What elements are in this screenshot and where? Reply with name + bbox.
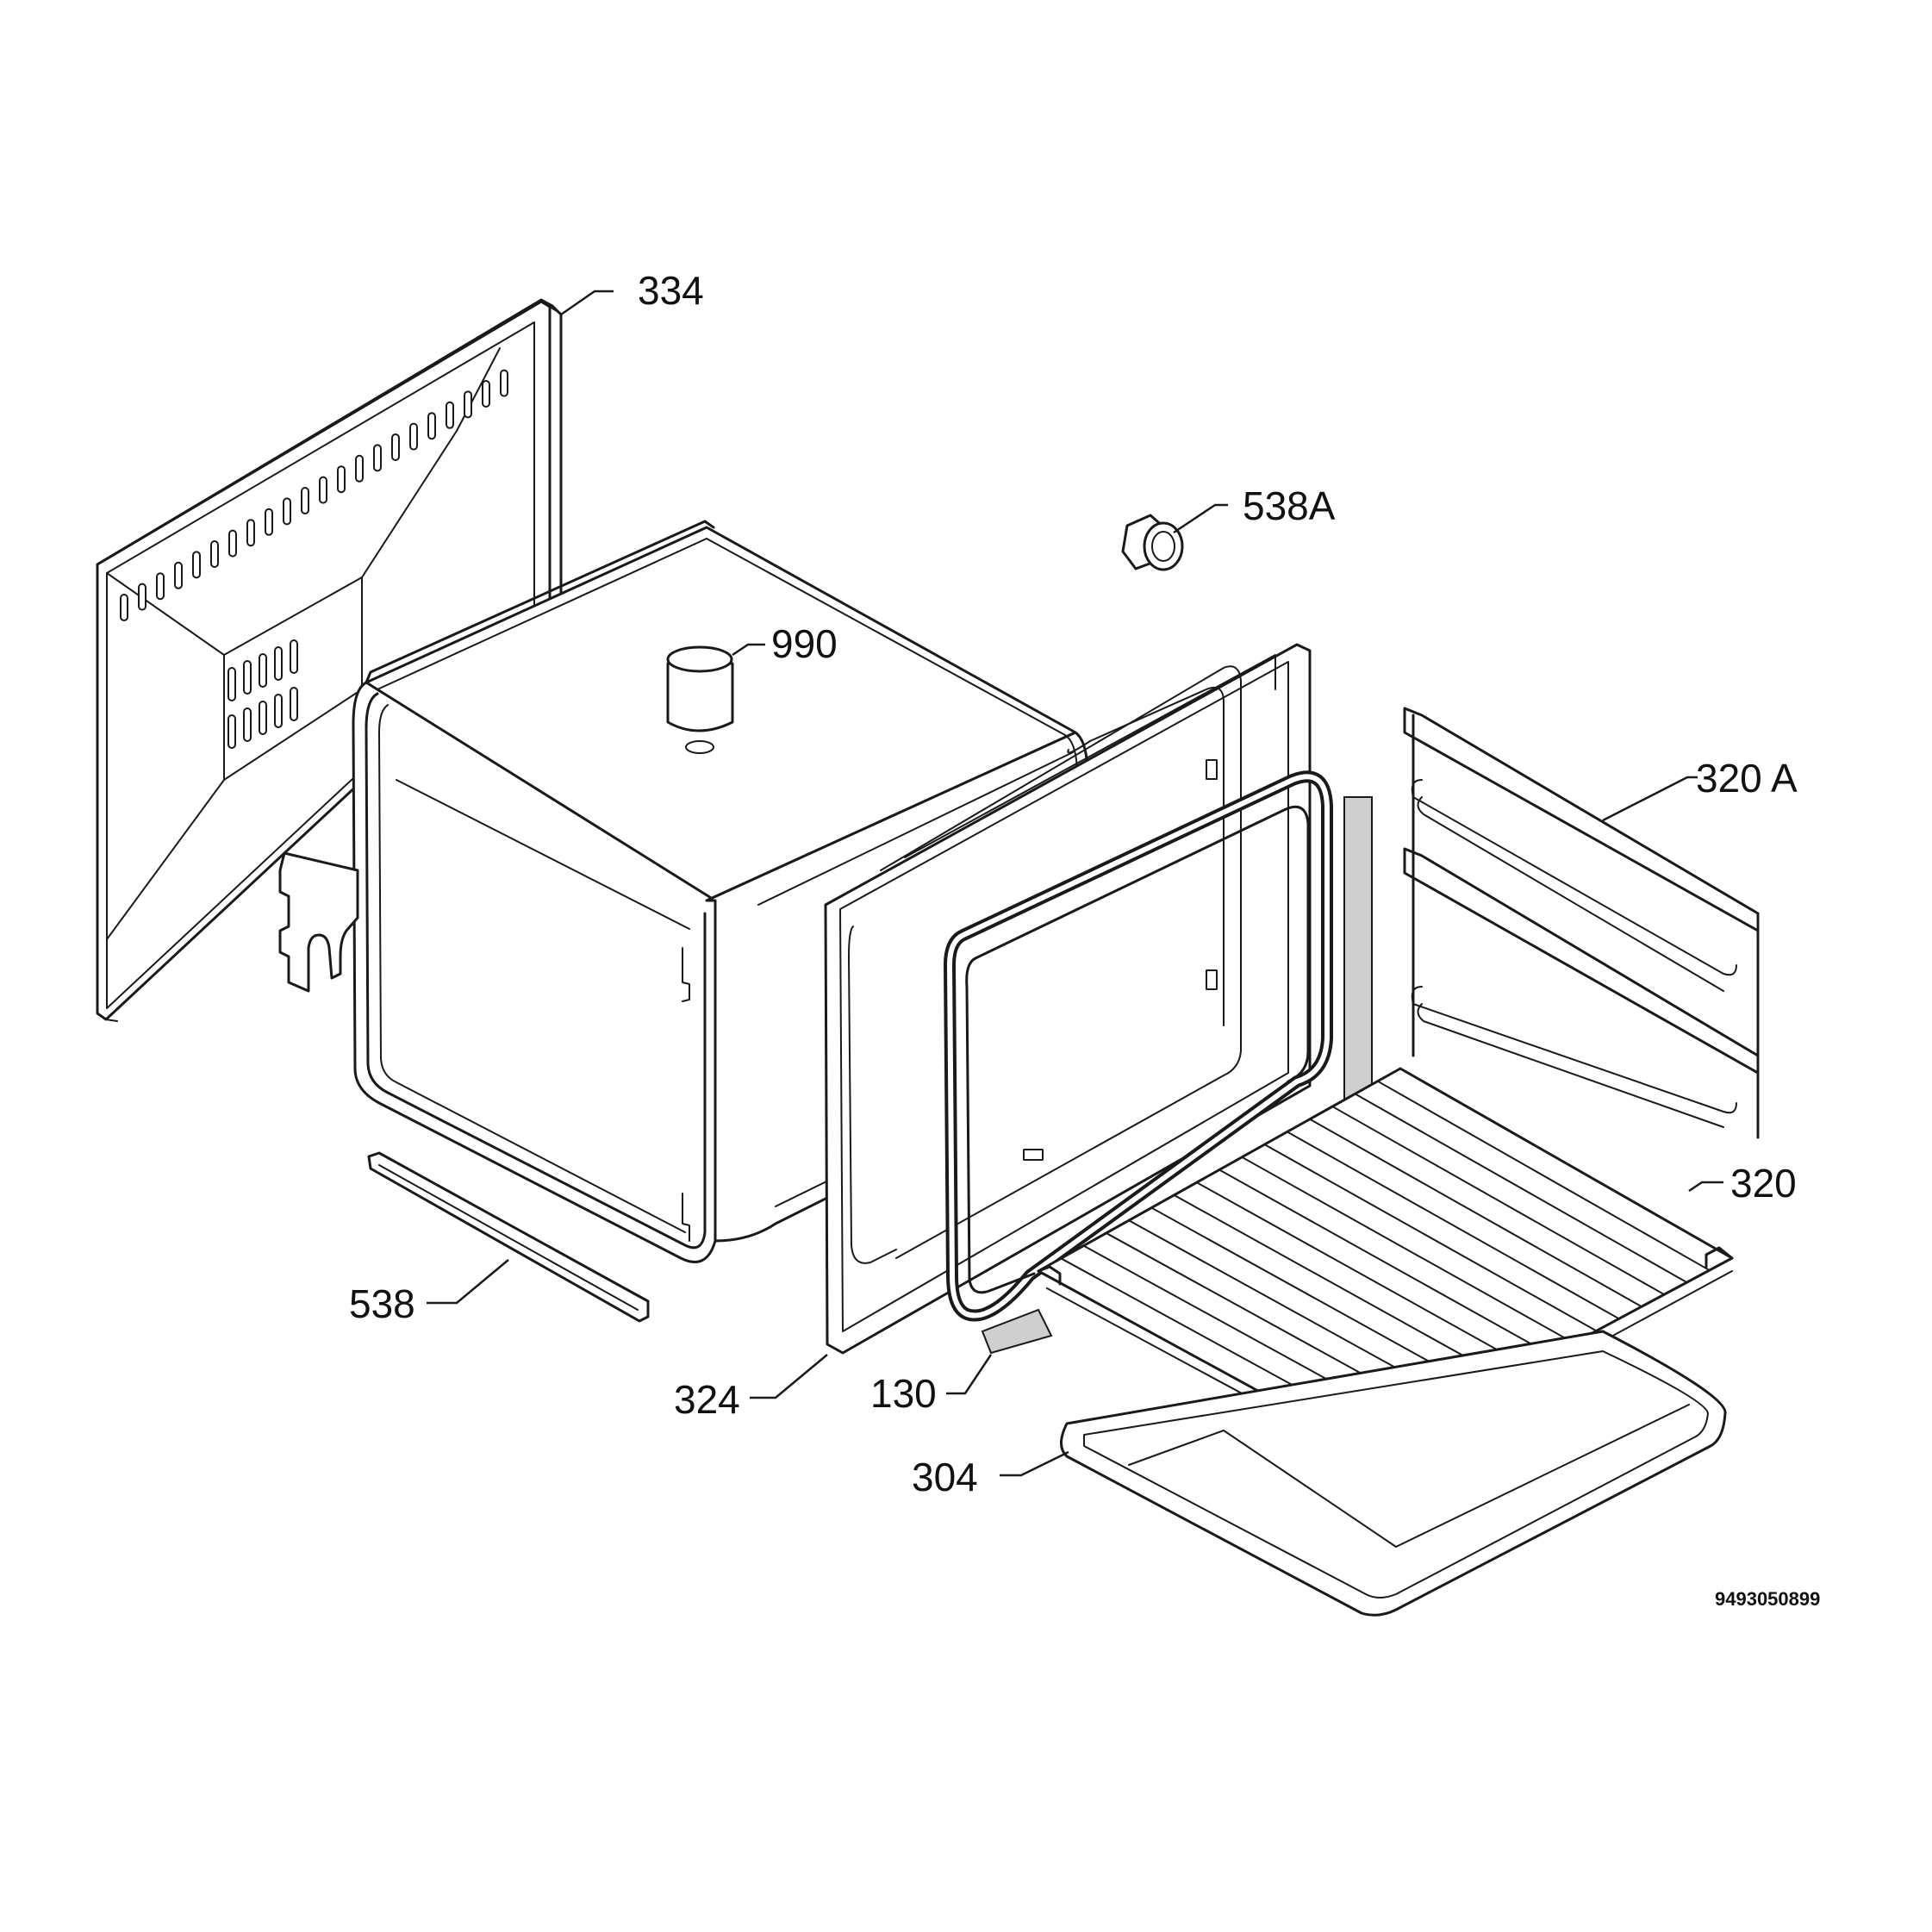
vent-slot [290,687,298,721]
vent-slot [227,667,236,701]
leader-lines [427,290,1723,1477]
shelf-wire [1309,1118,1642,1308]
vent-slot [274,694,283,728]
vent-slot [482,380,490,408]
vent-slot [464,390,472,419]
label-304: 304 [912,1455,978,1499]
vent-slot [274,646,283,681]
vent-slot [319,476,327,504]
vent-slot [391,433,400,461]
shelf-wire [1376,1080,1711,1272]
bottom-rail-538 [367,1151,650,1323]
vent-slot [210,540,219,568]
vent-slot [301,487,309,514]
shelf-wire [1195,1181,1530,1368]
vent-slot [192,551,201,579]
label-324: 324 [674,1377,740,1422]
shelf-wire [1354,1093,1688,1284]
vent-slot [427,412,436,440]
label-320: 320 [1730,1161,1797,1206]
lamp-holder-538A [1121,514,1184,571]
shelf-wire [1218,1169,1552,1356]
vent-slot [283,497,291,526]
label-538A: 538A [1243,483,1336,528]
vent-slot [120,594,128,621]
vent-slot [259,701,267,735]
vent-slot [337,465,346,494]
vent-slot [259,653,267,688]
vent-slot [265,508,273,536]
shelf-wire [1263,1144,1598,1332]
cylinder-fitting-990 [666,645,734,754]
vent-slot [409,422,418,451]
vent-slot [174,561,183,589]
vent-slot [500,369,508,397]
label-990: 990 [771,621,838,666]
back-panel-334 [96,298,563,1022]
shelf-wire [1286,1131,1620,1320]
part-labels: 334 538A 990 320 A 320 538 324 130 304 9… [349,268,1820,1610]
baking-tray-304 [1060,1330,1727,1617]
label-538: 538 [349,1281,415,1326]
shelf-support-320A [1403,707,1760,1139]
back-panel-vent-slots [120,369,508,749]
label-334: 334 [638,268,704,313]
door-gasket-130 [944,770,1373,1355]
shelf-wire [1241,1156,1575,1344]
vent-slot [446,401,454,429]
vent-slot [373,444,382,472]
vent-slot [355,454,364,483]
side-hook-bracket [278,851,359,993]
vent-slot [290,639,298,674]
diagram-code: 9493050899 [1715,1588,1820,1610]
label-320A: 320 A [1696,756,1798,801]
shelf-wire [1331,1106,1666,1296]
shelf-wire [1173,1193,1507,1380]
vent-slot [246,519,255,547]
vent-slot [156,572,165,601]
vent-slot [243,707,252,742]
vent-slot [227,714,236,749]
vent-slot [243,660,252,695]
label-130: 130 [870,1371,937,1416]
vent-slot [138,583,146,611]
vent-slot [228,529,237,558]
